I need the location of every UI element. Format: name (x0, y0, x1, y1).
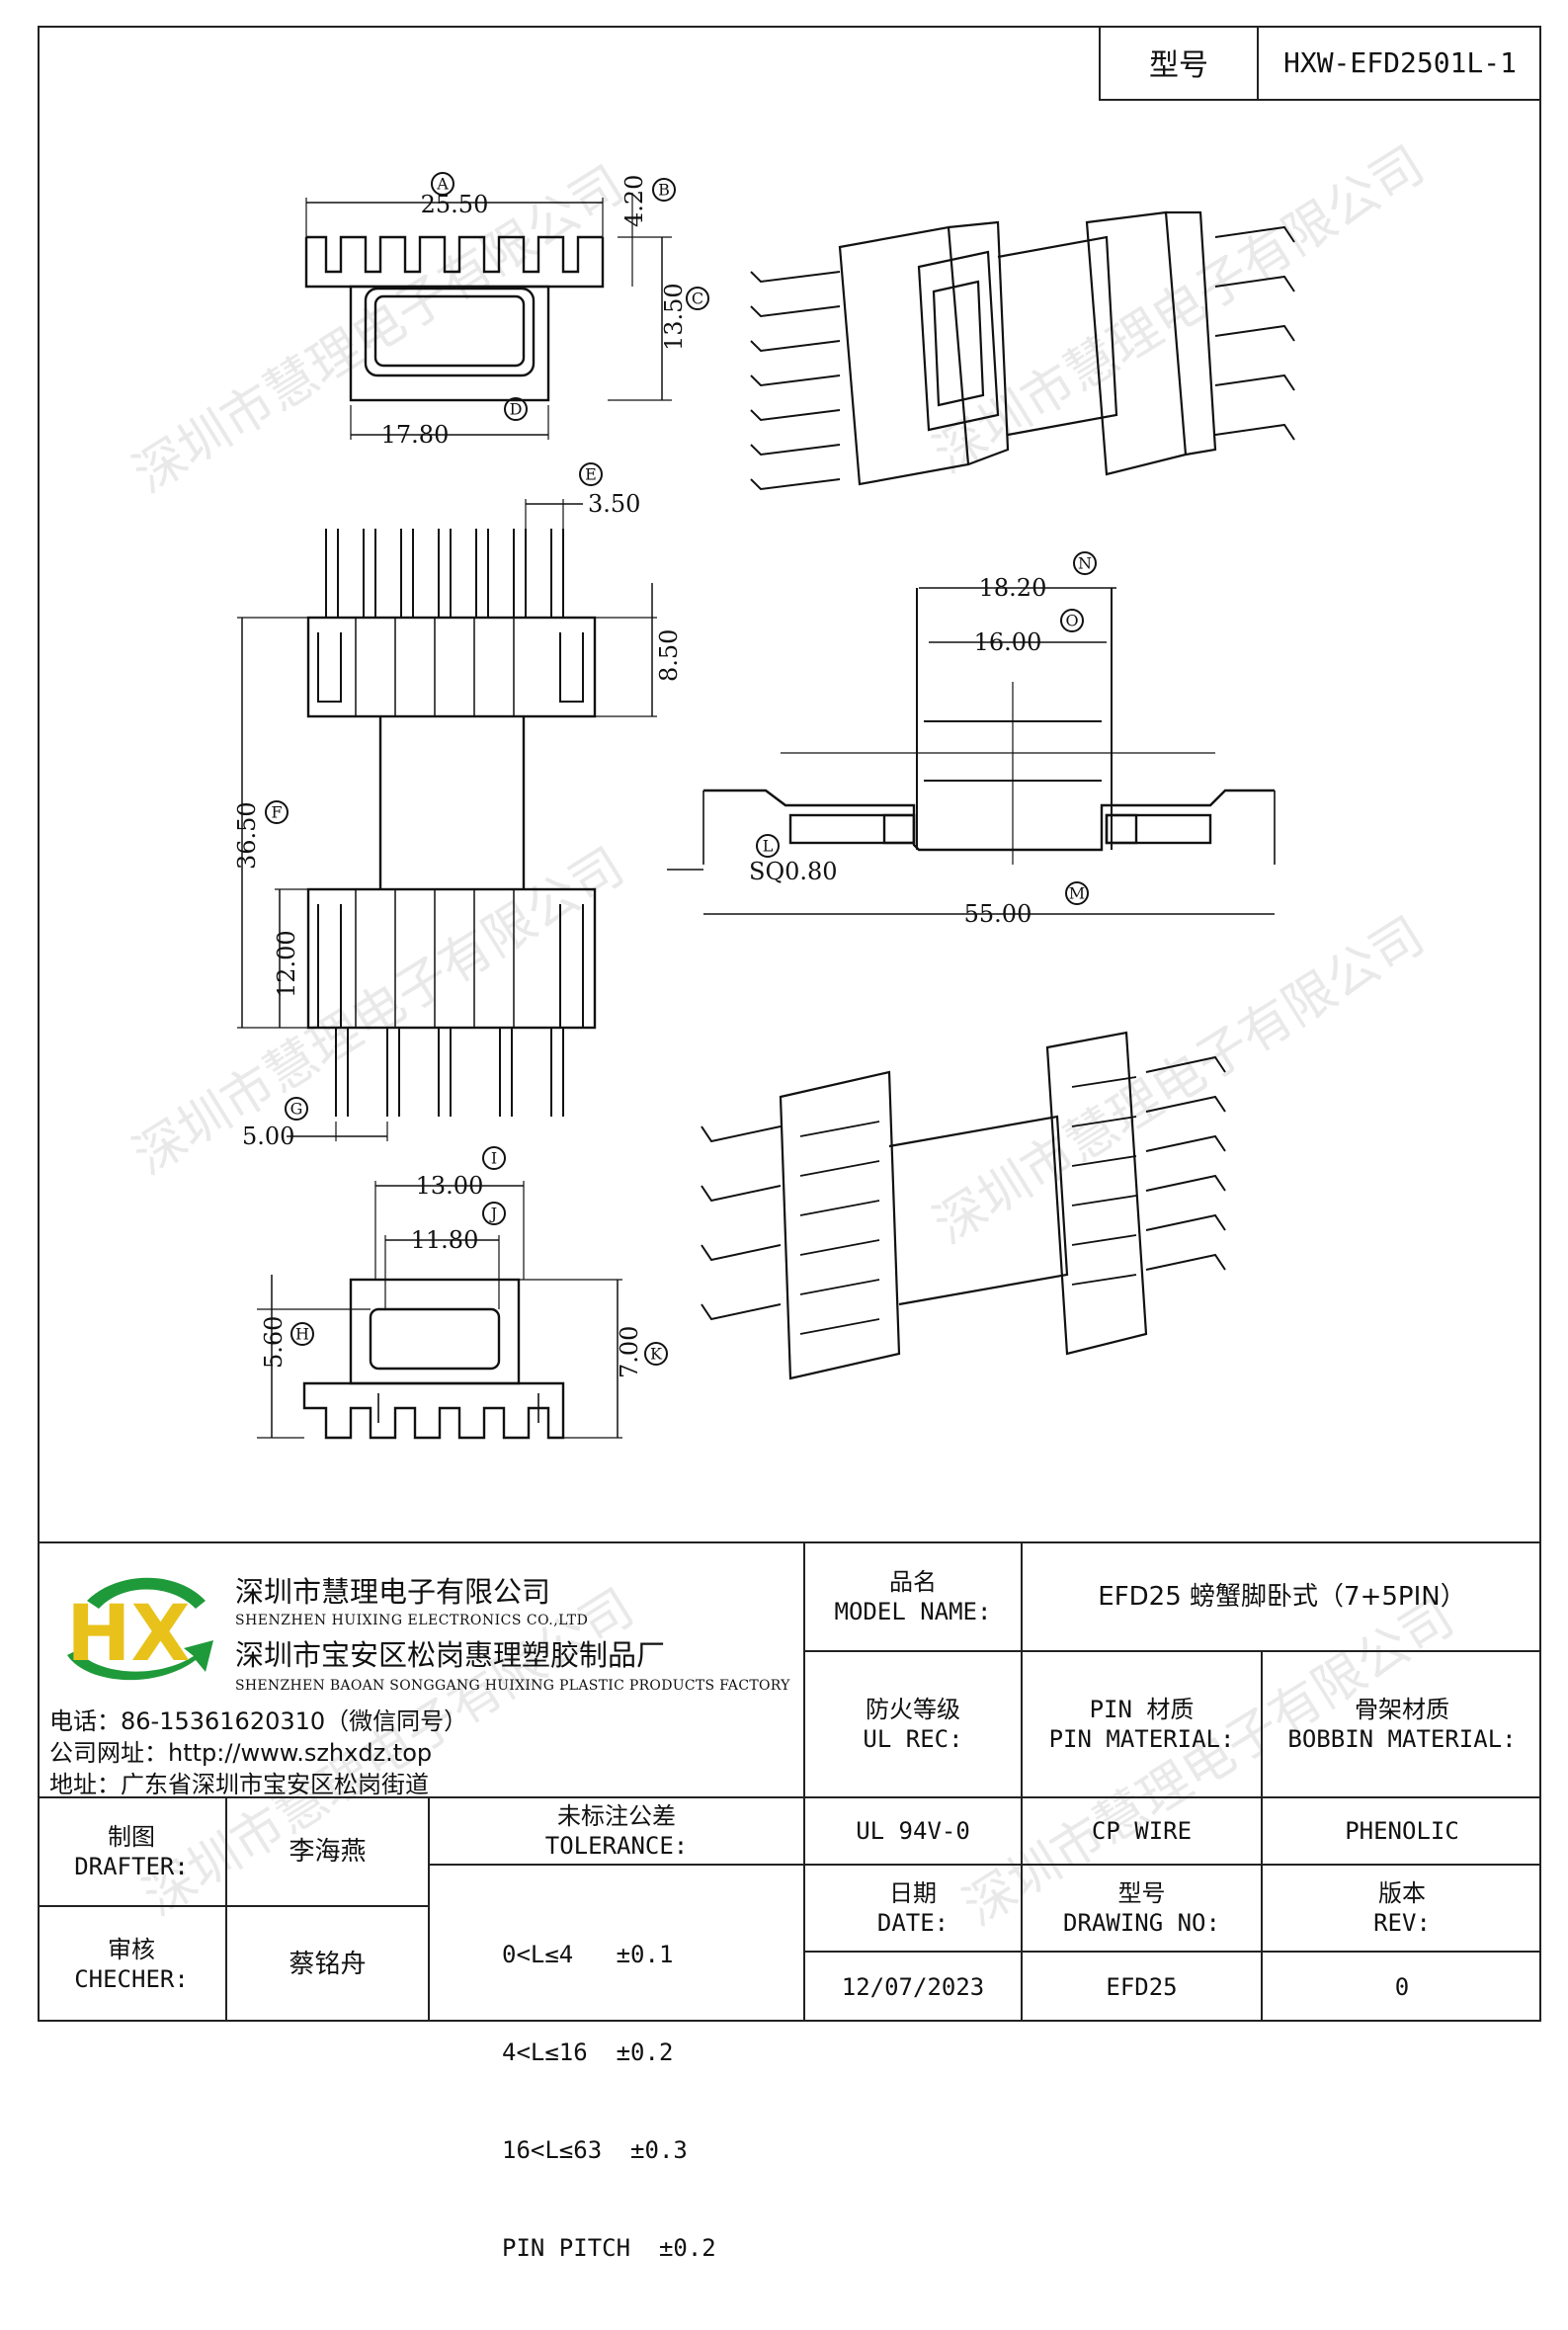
isometric-view-bottom (701, 1031, 1226, 1380)
pin-material-label: PIN 材质 PIN MATERIAL: (1048, 1696, 1235, 1753)
dim-F2: 8.50 (655, 629, 683, 682)
dim-N: 18.20 (979, 574, 1047, 602)
svg-text:K: K (650, 1345, 663, 1364)
dim-O: 16.00 (974, 628, 1042, 656)
company-website[interactable]: 公司网址：http://www.szhxdz.top (49, 1739, 433, 1767)
model-name-label: 品名 MODEL NAME: (834, 1568, 992, 1625)
tolerance-table: 0<L≤4 ±0.1 4<L≤16 ±0.2 16<L≤63 ±0.3 PIN … (502, 1873, 798, 2330)
model-label: 型号 (1101, 26, 1259, 99)
tolerance-row: 16<L≤63 ±0.3 (502, 2136, 688, 2164)
checker-value: 蔡铭舟 (289, 1949, 367, 1979)
model-value: HXW-EFD2501L-1 (1282, 45, 1517, 79)
marker-L: L (756, 834, 780, 858)
isometric-view-top (750, 210, 1295, 491)
svg-text:M: M (1069, 884, 1085, 903)
top-view (304, 193, 672, 440)
company-phone: 电话：86-15361620310（微信同号） (49, 1707, 468, 1735)
marker-E: E (579, 462, 603, 486)
factory-name-en: SHENZHEN BAOAN SONGGANG HUIXING PLASTIC … (235, 1678, 790, 1694)
rev-value: 0 (1394, 1973, 1410, 2001)
title-block: HX 深圳市慧理电子有限公司 SHENZHEN HUIXING ELECTRON… (38, 1541, 1541, 2262)
marker-F: F (265, 800, 289, 824)
dim-K: 7.00 (616, 1326, 643, 1378)
drafter-value: 李海燕 (289, 1836, 367, 1867)
dim-12: 12.00 (273, 930, 300, 998)
svg-text:F: F (271, 803, 282, 822)
rev-label: 版本 REV: (1373, 1879, 1431, 1937)
tolerance-row: PIN PITCH ±0.2 (502, 2234, 716, 2262)
dimension-markers: A B C D E F G N O L M I J K H (265, 172, 1097, 1366)
watermark-text: 深圳市慧理电子有限公司 (924, 906, 1435, 1256)
dim-G: 5.00 (242, 1123, 294, 1150)
bobbin-material-label: 骨架材质 BOBBIN MATERIAL: (1287, 1696, 1517, 1753)
date-value: 12/07/2023 (841, 1973, 985, 2001)
dim-E: 3.50 (588, 490, 640, 518)
tolerance-row: 4<L≤16 ±0.2 (502, 2039, 674, 2066)
model-number-box: 型号 HXW-EFD2501L-1 (1099, 26, 1541, 101)
marker-O: O (1060, 609, 1084, 632)
watermark-text: 深圳市慧理电子有限公司 (924, 135, 1435, 485)
dim-J: 11.80 (411, 1226, 479, 1254)
checker-label: 审核 CHECHER: (74, 1936, 189, 1993)
dim-B: 4.20 (620, 175, 648, 227)
company-address: 地址：广东省深圳市宝安区松岗街道 (49, 1771, 429, 1798)
svg-text:A: A (436, 175, 449, 194)
dim-A: 25.50 (421, 191, 489, 218)
marker-K: K (644, 1342, 668, 1366)
drawing-no-label: 型号 DRAWING NO: (1063, 1879, 1220, 1937)
svg-text:D: D (510, 400, 523, 419)
svg-text:N: N (1078, 554, 1092, 573)
model-name-value: EFD25 螃蟹脚卧式（7+5PIN） (1098, 1581, 1466, 1612)
svg-text:J: J (489, 1205, 497, 1223)
factory-name-cn: 深圳市宝安区松岗惠理塑胶制品厂 (235, 1638, 666, 1672)
dim-C: 13.50 (660, 283, 688, 351)
marker-G: G (285, 1097, 308, 1121)
end-view (667, 587, 1276, 915)
pin-material-value: CP WIRE (1091, 1817, 1193, 1845)
marker-N: N (1073, 551, 1097, 575)
marker-I: I (482, 1146, 506, 1170)
marker-D: D (504, 397, 528, 421)
side-view (257, 1181, 622, 1440)
front-view (237, 499, 657, 1141)
dim-I: 13.00 (416, 1172, 484, 1200)
company-name-en: SHENZHEN HUIXING ELECTRONICS CO.,LTD (235, 1613, 589, 1628)
dim-D: 17.80 (381, 421, 450, 449)
dim-H: 5.60 (260, 1316, 288, 1369)
watermark-text: 深圳市慧理电子有限公司 (124, 155, 634, 505)
svg-text:B: B (658, 181, 670, 200)
drawing-no-value: EFD25 (1106, 1973, 1178, 2001)
date-label: 日期 DATE: (876, 1879, 949, 1937)
svg-text:G: G (290, 1100, 303, 1119)
marker-B: B (652, 178, 676, 202)
svg-text:H: H (295, 1325, 309, 1344)
drawing-frame (38, 26, 1541, 2022)
svg-text:I: I (491, 1149, 497, 1168)
dim-M: 55.00 (964, 900, 1032, 928)
svg-text:E: E (585, 465, 597, 484)
svg-text:L: L (763, 837, 774, 856)
svg-text:C: C (692, 290, 703, 308)
tolerance-label: 未标注公差 TOLERANCE: (544, 1802, 689, 1860)
company-info: HX 深圳市慧理电子有限公司 SHENZHEN HUIXING ELECTRON… (38, 1541, 803, 1798)
ul-rec-label: 防火等级 UL REC: (863, 1696, 963, 1753)
dim-F: 36.50 (233, 801, 261, 870)
bobbin-material-value: PHENOLIC (1345, 1817, 1459, 1845)
company-name-cn: 深圳市慧理电子有限公司 (235, 1575, 551, 1609)
marker-C: C (686, 287, 709, 310)
ul-rec-value: UL 94V-0 (856, 1817, 970, 1845)
marker-M: M (1065, 881, 1089, 905)
logo-letters: HX (66, 1590, 190, 1679)
marker-A: A (431, 172, 454, 196)
dim-L: SQ0.80 (749, 858, 838, 885)
tolerance-row: 0<L≤4 ±0.1 (502, 1941, 674, 1968)
company-logo: HX (66, 1577, 213, 1681)
technical-drawing: 深圳市慧理电子有限公司 深圳市慧理电子有限公司 深圳市慧理电子有限公司 深圳市慧… (124, 135, 1464, 1938)
drafter-label: 制图 DRAFTER: (74, 1823, 189, 1880)
marker-J: J (482, 1202, 506, 1225)
marker-H: H (290, 1322, 314, 1346)
svg-text:O: O (1065, 612, 1078, 630)
